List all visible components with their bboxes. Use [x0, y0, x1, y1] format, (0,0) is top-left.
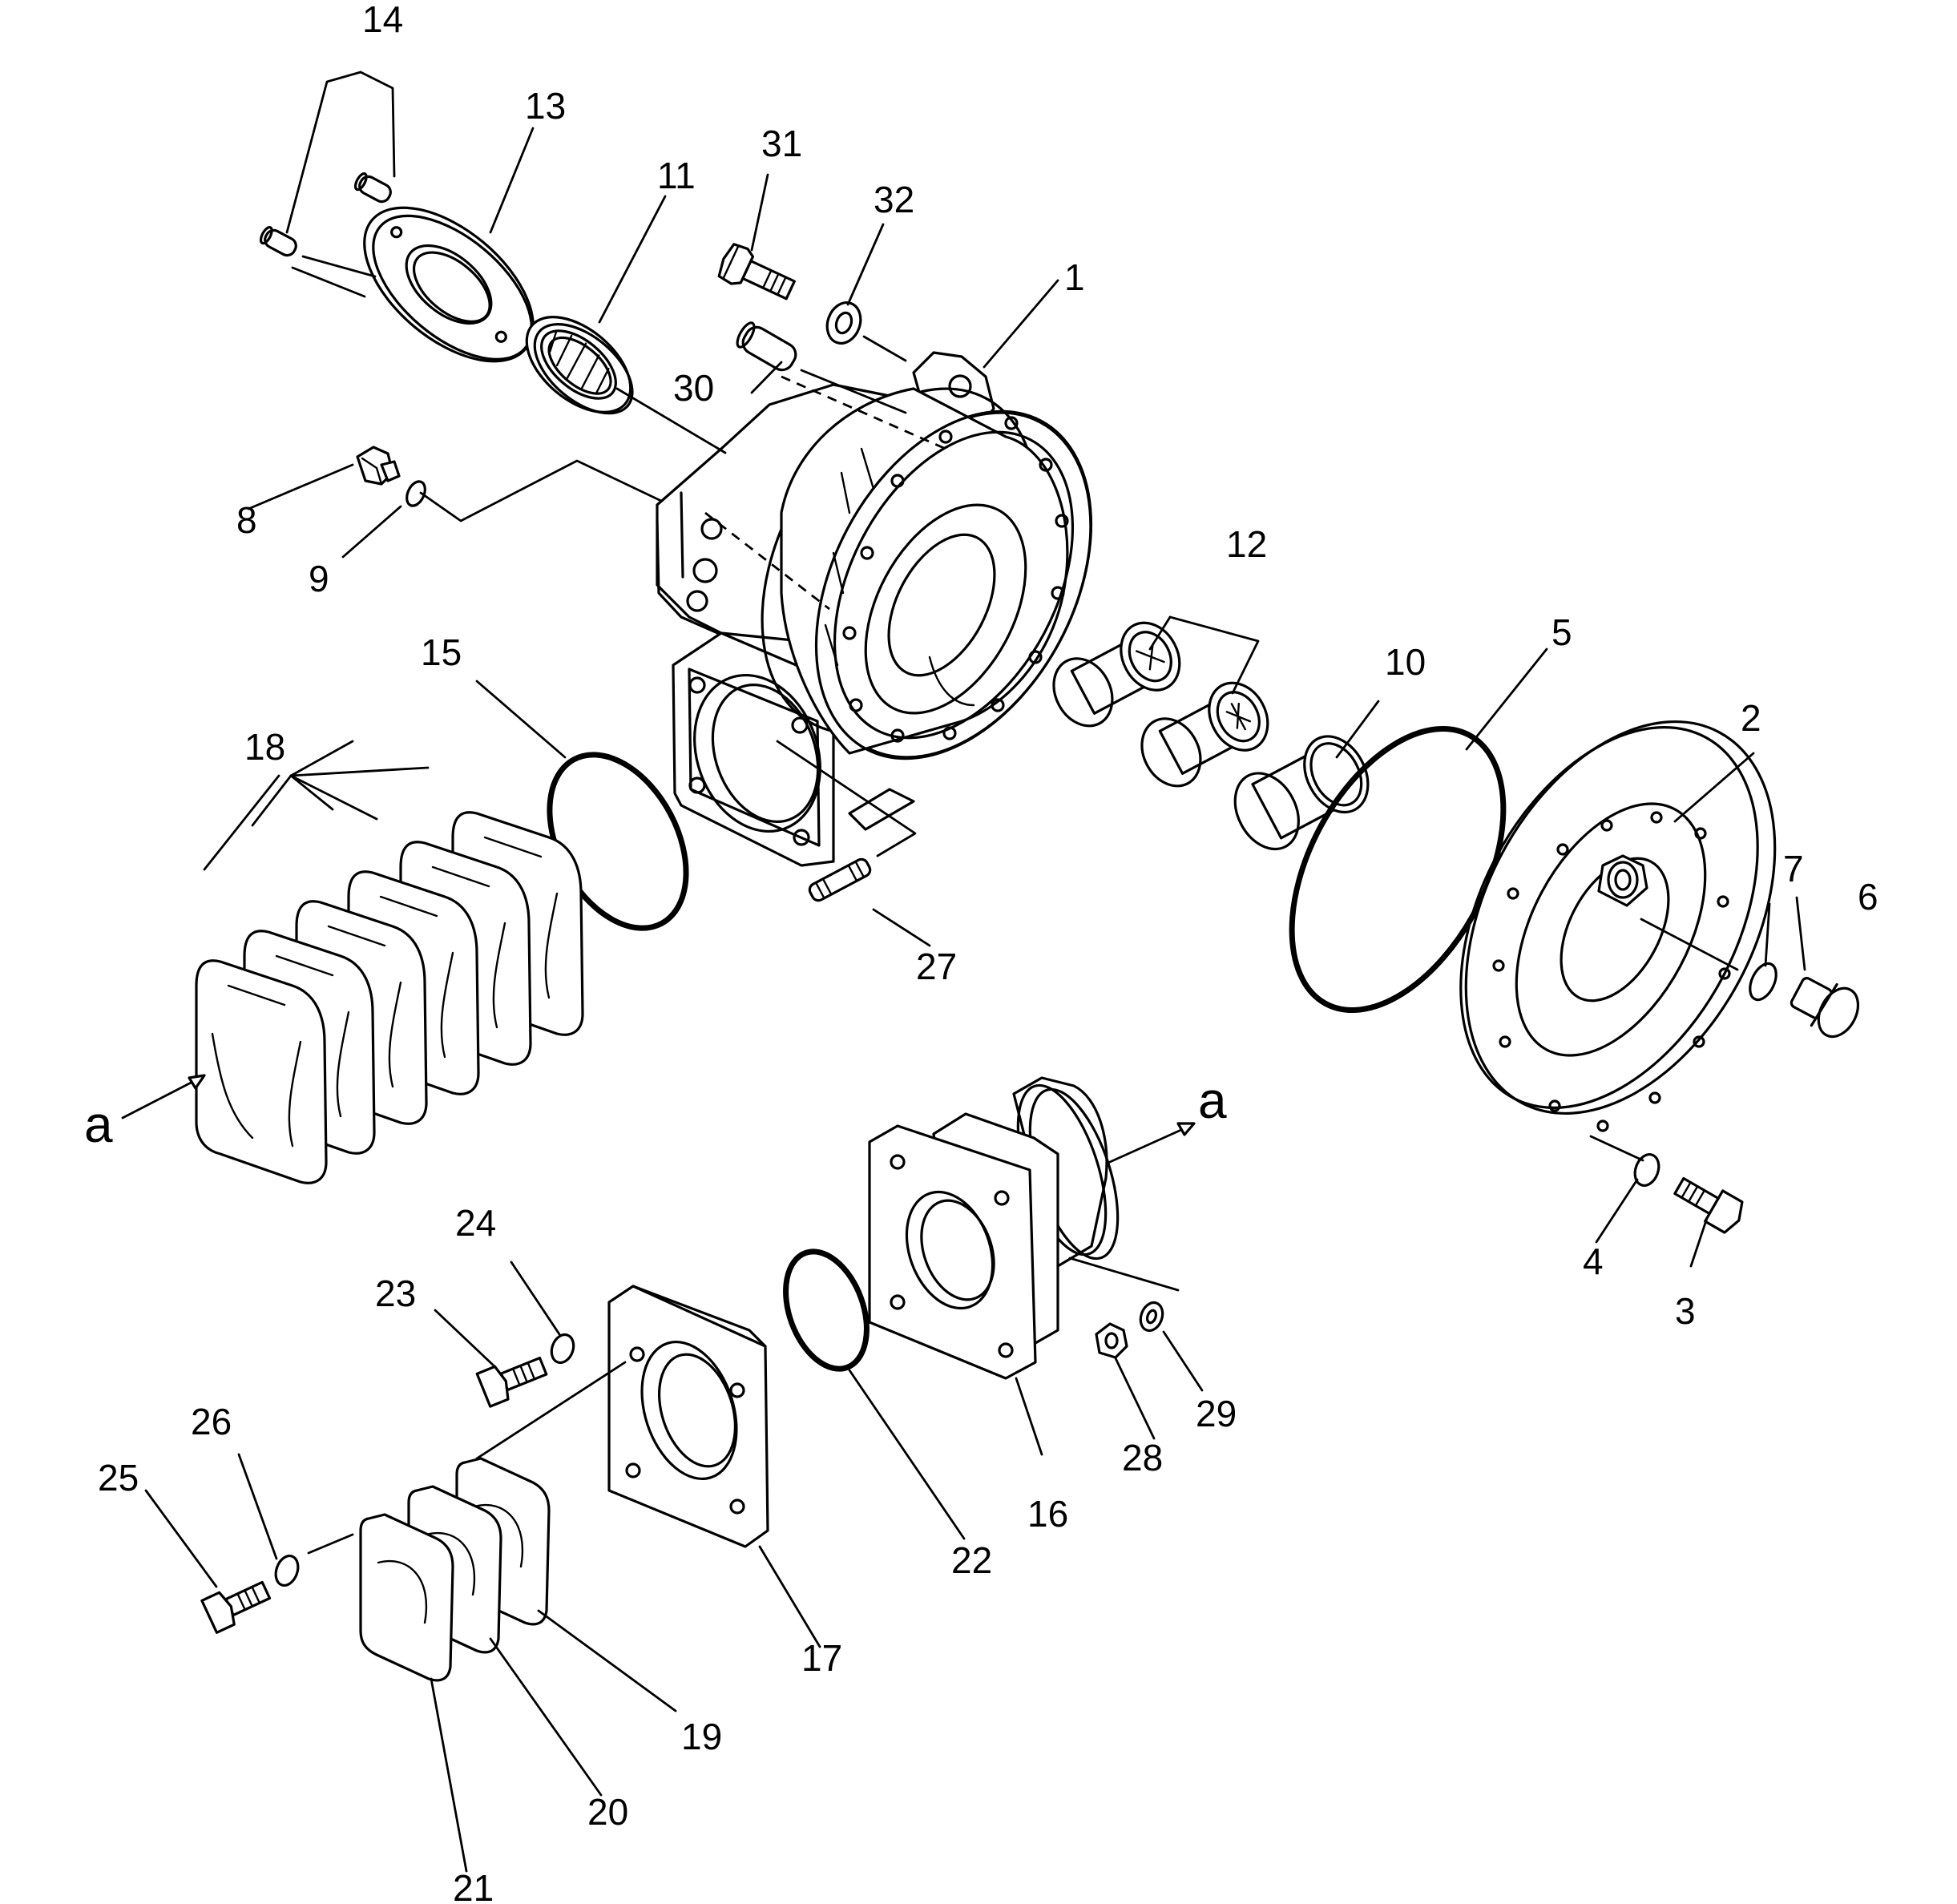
assembly-guide-lines [291, 255, 1739, 1555]
callout-5: 5 [1551, 611, 1572, 653]
end-cover-bolt-holes [1492, 811, 1731, 1132]
part-24-washer [550, 1333, 575, 1365]
callout-labels: 1 2 3 4 5 6 7 8 9 10 11 12 13 14 15 16 1… [84, 0, 1878, 1904]
callout-26: 26 [191, 1401, 232, 1442]
leader-lines [144, 71, 1806, 1873]
callout-24: 24 [455, 1202, 496, 1244]
part-1-housing [656, 351, 1093, 867]
part-31-bolt [717, 243, 796, 301]
part-17-cover-plate [607, 1285, 769, 1548]
callout-27: 27 [916, 946, 957, 987]
callout-3: 3 [1675, 1290, 1696, 1332]
callout-22: 22 [951, 1539, 992, 1581]
callout-8: 8 [236, 499, 257, 541]
part-30-dowel [736, 321, 797, 372]
callout-10: 10 [1385, 641, 1426, 683]
part-23-bolt [475, 1356, 548, 1408]
part-29-washer [1139, 1301, 1164, 1333]
callout-21: 21 [453, 1867, 494, 1904]
callout-1: 1 [1064, 256, 1085, 298]
callout-16: 16 [1027, 1493, 1068, 1535]
part-32-washer [825, 301, 862, 345]
callout-19: 19 [681, 1716, 722, 1757]
part-2-end-cover [1459, 720, 1777, 1132]
part-9-o-ring [406, 480, 426, 507]
callout-6: 6 [1858, 876, 1878, 918]
callout-11: 11 [657, 155, 696, 196]
callout-31: 31 [761, 123, 802, 164]
callout-4: 4 [1583, 1240, 1604, 1282]
connection-mark-a-right: a [1198, 1071, 1227, 1129]
part-13-thrust-plate [363, 206, 535, 363]
callout-28: 28 [1122, 1437, 1163, 1478]
callout-17: 17 [801, 1637, 842, 1679]
part-8-plug [356, 446, 401, 486]
part-10-sleeve [1233, 735, 1370, 851]
part-25-bolt [200, 1580, 272, 1634]
part-28-nut [1095, 1322, 1128, 1359]
callout-2: 2 [1741, 697, 1761, 739]
part-26-washer [274, 1555, 300, 1587]
callout-14: 14 [362, 0, 403, 40]
housing-flange-holes [842, 416, 1069, 743]
callout-32: 32 [874, 179, 914, 220]
callout-30: 30 [673, 367, 714, 409]
callout-18: 18 [244, 726, 285, 768]
part-16-pump-adaptor [868, 1076, 1120, 1380]
part-5-large-o-ring [1289, 725, 1507, 1014]
part-21-shim [359, 1513, 454, 1682]
part-14-dowel-pins [259, 172, 392, 257]
part-12-needle-bearings [1052, 621, 1269, 788]
callout-29: 29 [1196, 1393, 1237, 1434]
part-4-washer [1633, 1153, 1660, 1187]
part-3-bolt [1673, 1176, 1744, 1234]
callout-25: 25 [98, 1457, 139, 1499]
connection-arrows [121, 1074, 1196, 1164]
callout-9: 9 [309, 558, 329, 599]
callout-13: 13 [525, 85, 566, 127]
callout-20: 20 [587, 1791, 628, 1833]
part-22-o-ring [783, 1248, 870, 1372]
part-27-stud [808, 857, 872, 902]
part-6-plug [1790, 977, 1860, 1039]
callout-7: 7 [1783, 848, 1804, 889]
callout-15: 15 [421, 631, 462, 673]
part-7-o-ring [1749, 962, 1777, 1002]
connection-mark-a-left: a [84, 1095, 113, 1153]
part-11-bearing [525, 316, 634, 415]
callout-23: 23 [375, 1273, 416, 1314]
part-18-shim-stack [195, 811, 584, 1184]
callout-12: 12 [1226, 523, 1267, 565]
